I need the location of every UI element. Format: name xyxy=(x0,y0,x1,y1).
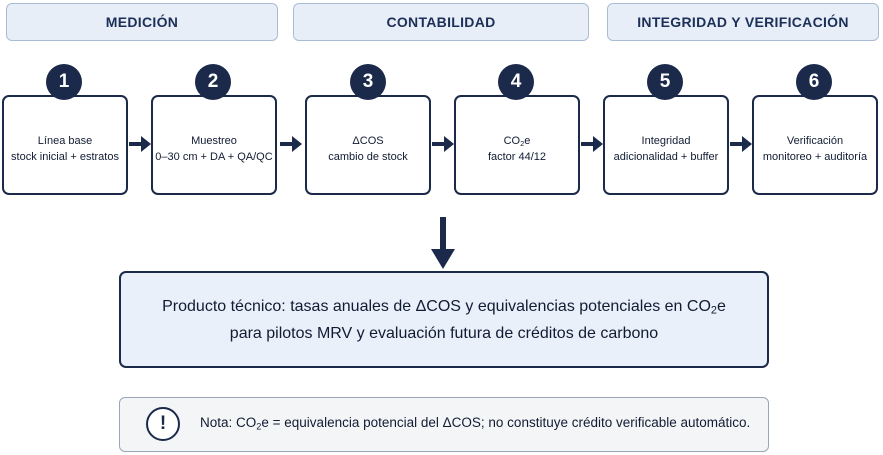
step-1-subtitle: stock inicial + estratos xyxy=(11,151,119,163)
step-6-badge: 6 xyxy=(796,64,832,100)
step-4-badge: 4 xyxy=(498,64,534,100)
step-6-title: Verificación xyxy=(786,135,844,147)
step-4-subtitle: factor 44/12 xyxy=(487,151,547,163)
phase-integridad-verificacion: INTEGRIDAD Y VERIFICACIÓN xyxy=(607,3,879,41)
step-5-title: Integridad xyxy=(641,135,691,147)
step-3-delta-cos: ΔCOS cambio de stock xyxy=(305,95,431,195)
note-box: ! Nota: CO2e = equivalencia potencial de… xyxy=(119,397,769,452)
step-4-co2e: CO2e factor 44/12 xyxy=(454,95,580,195)
step-5-subtitle: adicionalidad + buffer xyxy=(613,151,719,163)
step-2-muestreo: Muestreo 0–30 cm + DA + QA/QC xyxy=(151,95,277,195)
step-5-badge: 5 xyxy=(647,64,683,100)
step-5-integridad: Integridad adicionalidad + buffer xyxy=(603,95,729,195)
phase-contabilidad: CONTABILIDAD xyxy=(293,3,589,41)
product-line-1: Producto técnico: tasas anuales de ΔCOS … xyxy=(162,297,726,317)
step-3-subtitle: cambio de stock xyxy=(328,151,408,163)
step-1-badge: 1 xyxy=(46,64,82,100)
step-2-subtitle: 0–30 cm + DA + QA/QC xyxy=(155,151,273,163)
arrow-right-icon xyxy=(432,136,454,152)
note-text: Nota: CO2e = equivalencia potencial del … xyxy=(200,415,751,432)
arrow-down-icon xyxy=(431,217,455,269)
step-1-title: Línea base xyxy=(37,135,93,147)
technical-product-box: Producto técnico: tasas anuales de ΔCOS … xyxy=(119,271,769,368)
step-2-title: Muestreo xyxy=(191,135,237,147)
arrow-right-icon xyxy=(730,136,752,152)
product-line-2: para pilotos MRV y evaluación futura de … xyxy=(229,324,659,342)
step-6-subtitle: monitoreo + auditoría xyxy=(762,151,868,163)
step-3-title: ΔCOS xyxy=(352,135,384,147)
step-3-badge: 3 xyxy=(350,64,386,100)
step-1-linea-base: Línea base stock inicial + estratos xyxy=(2,95,128,195)
arrow-right-icon xyxy=(129,136,151,152)
arrow-right-icon xyxy=(280,136,302,152)
step-6-verificacion: Verificación monitoreo + auditoría xyxy=(752,95,878,195)
arrow-right-icon xyxy=(581,136,603,152)
step-4-title: CO2e xyxy=(503,135,531,148)
exclamation-icon: ! xyxy=(146,407,180,441)
step-2-badge: 2 xyxy=(195,64,231,100)
phase-medicion: MEDICIÓN xyxy=(6,3,278,41)
